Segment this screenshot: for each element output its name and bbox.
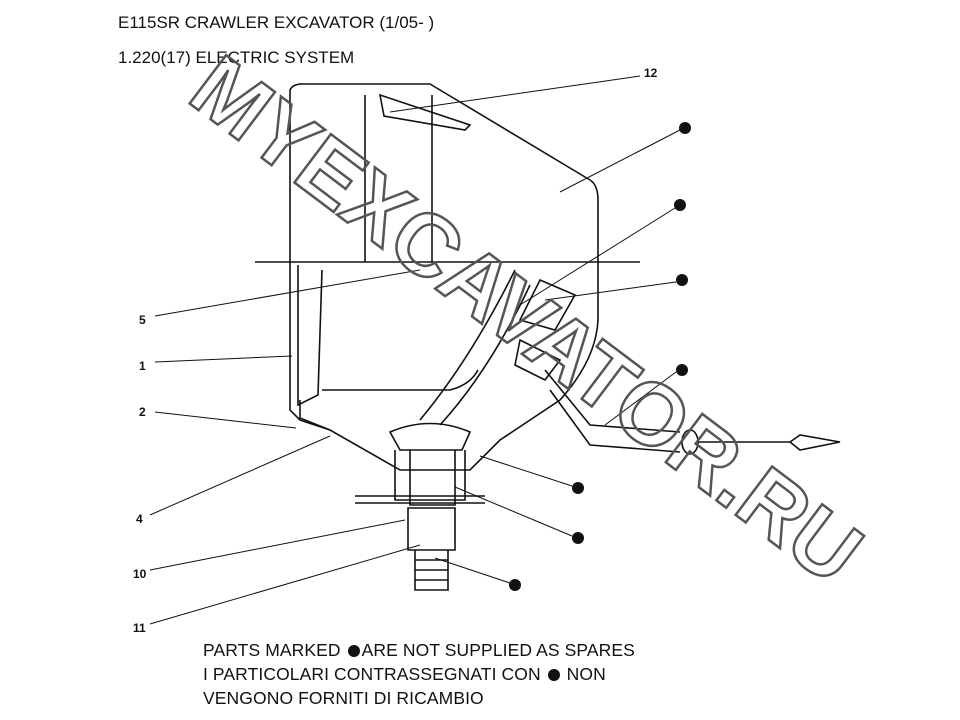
callout-2: 2 <box>139 405 146 419</box>
note-text: NON <box>566 664 606 684</box>
note-text: PARTS MARKED <box>203 640 341 660</box>
not-supplied-marker <box>676 364 688 376</box>
lamp-housing <box>289 83 599 471</box>
callout-12: 12 <box>644 66 658 80</box>
page-title: E115SR CRAWLER EXCAVATOR (1/05- ) <box>118 13 435 32</box>
note-text: ARE NOT SUPPLIED AS SPARES <box>361 640 635 660</box>
not-supplied-marker <box>676 274 688 286</box>
not-supplied-marker <box>679 122 691 134</box>
callout-1: 1 <box>139 359 146 373</box>
callout-10: 10 <box>133 567 147 581</box>
callout-5: 5 <box>139 313 146 327</box>
section-title: 1.220(17) ELECTRIC SYSTEM <box>118 48 355 67</box>
note-line-1: PARTS MARKED ARE NOT SUPPLIED AS SPARES <box>203 640 635 661</box>
not-supplied-marker <box>674 199 686 211</box>
not-supplied-marker <box>572 532 584 544</box>
watermark: MYEXCAVATOR.RU <box>174 36 880 603</box>
bullet-marker-icon <box>347 645 360 657</box>
not-supplied-marker <box>509 579 521 591</box>
mounting-bracket <box>388 422 472 451</box>
note-line-2: I PARTICOLARI CONTRASSEGNATI CON NON <box>203 664 606 685</box>
callout-4: 4 <box>136 512 143 526</box>
note-line-3: VENGONO FORNITI DI RICAMBIO <box>203 688 484 708</box>
not-supplied-marker <box>572 482 584 494</box>
callout-11: 11 <box>133 621 146 635</box>
not-supplied-markers <box>509 122 691 591</box>
bullet-marker-icon <box>547 669 560 681</box>
note-text: I PARTICOLARI CONTRASSEGNATI CON <box>203 664 541 684</box>
leader-lines <box>149 75 681 625</box>
